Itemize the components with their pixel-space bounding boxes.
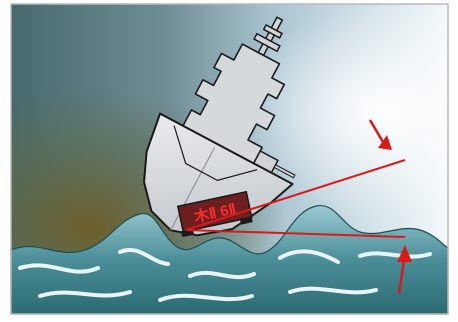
illustration-canvas: 木Ⅱ 6Ⅱ <box>0 0 458 322</box>
